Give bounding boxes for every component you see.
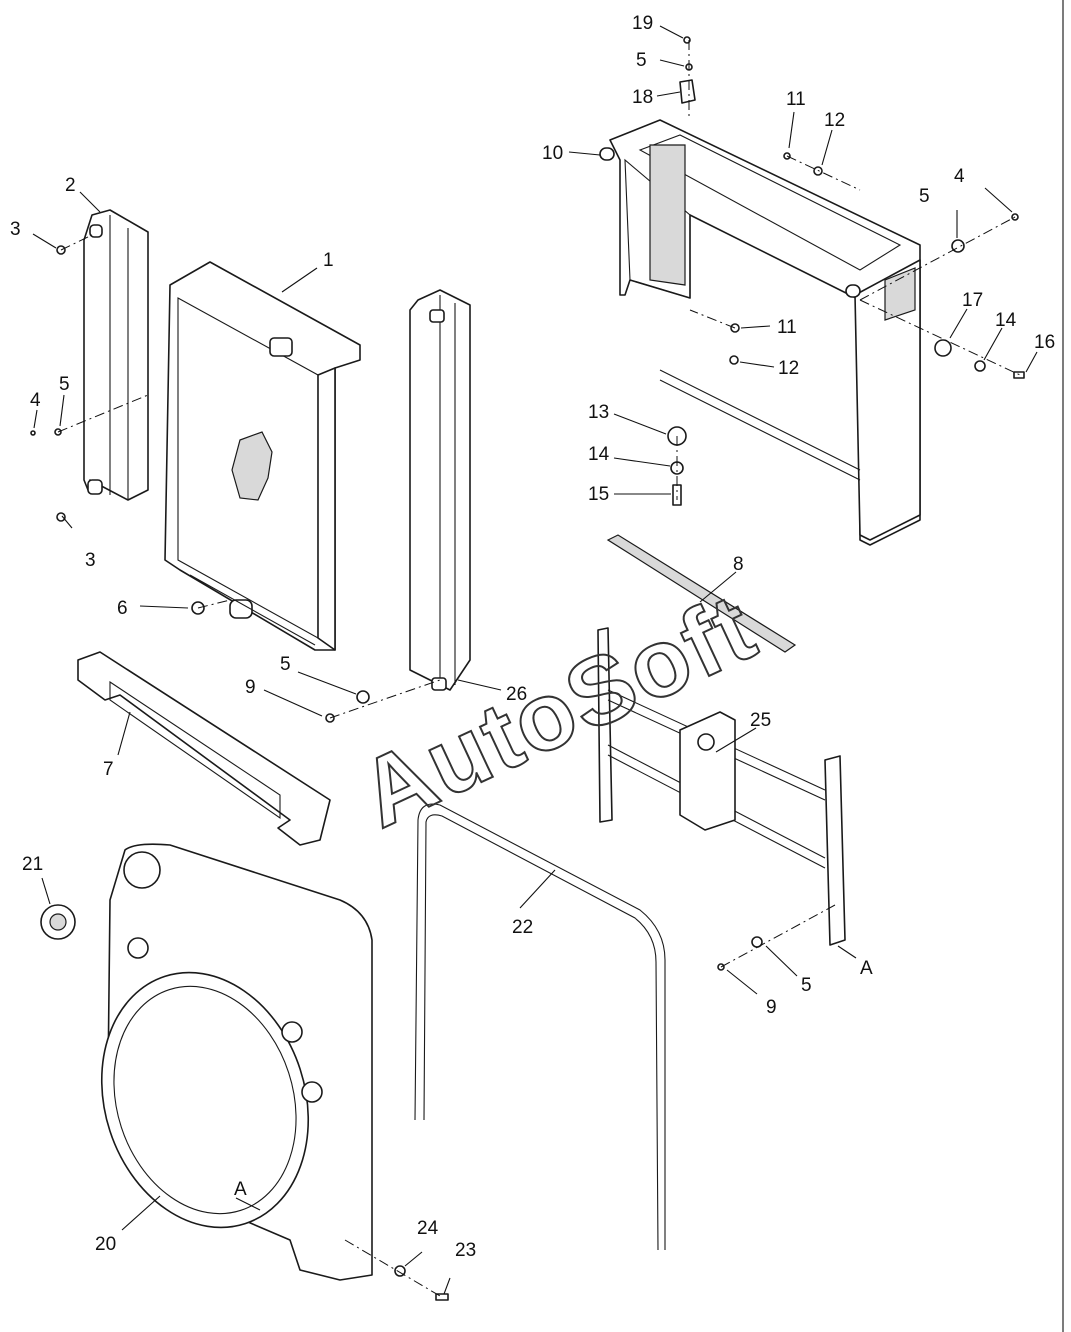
callout-25: 25	[750, 710, 771, 731]
callout-17: 17	[962, 290, 983, 311]
callout-11-mid: 11	[777, 317, 797, 338]
callout-12-top: 12	[824, 110, 845, 131]
callout-11-top: 11	[786, 89, 806, 110]
callout-8: 8	[733, 554, 744, 575]
mounting-bracket-assembly	[597, 627, 846, 946]
callout-15: 15	[588, 484, 609, 505]
grommet	[40, 904, 76, 940]
leader-lines	[32, 25, 1038, 1295]
callout-16: 16	[1034, 332, 1055, 353]
callout-24: 24	[417, 1218, 439, 1239]
callout-A-shroud: A	[234, 1179, 247, 1200]
callout-10: 10	[542, 143, 563, 164]
foam-strip	[77, 651, 331, 846]
callout-3-bottom: 3	[85, 550, 96, 571]
callout-20: 20	[95, 1234, 116, 1255]
support-frame	[599, 119, 921, 546]
fan-shroud	[100, 843, 373, 1281]
callout-9-bottom: 9	[766, 997, 777, 1018]
callout-4-left: 4	[30, 390, 41, 411]
hardware-items	[30, 36, 1025, 1301]
callout-A-bracket: A	[860, 958, 873, 979]
callout-5-left: 5	[59, 374, 70, 395]
radiator-core	[164, 261, 361, 651]
callout-9-center: 9	[245, 677, 256, 698]
callout-2: 2	[65, 175, 76, 196]
callout-22: 22	[512, 917, 533, 938]
callout-26: 26	[506, 684, 527, 705]
callout-5-center: 5	[280, 654, 291, 675]
callout-7: 7	[103, 759, 114, 780]
callout-12-mid: 12	[778, 358, 799, 379]
seal-strip	[606, 534, 797, 653]
centerlines	[57, 40, 1021, 1297]
callout-13: 13	[588, 402, 609, 423]
callout-4-right: 4	[954, 166, 965, 187]
callout-5-bottom: 5	[801, 975, 812, 996]
callout-3-top: 3	[10, 219, 21, 240]
callout-18: 18	[632, 87, 653, 108]
callout-5-top: 5	[636, 50, 647, 71]
callout-1: 1	[323, 250, 334, 271]
callout-14-right: 14	[995, 310, 1017, 331]
rubber-seal-arch	[414, 803, 666, 1251]
callout-23: 23	[455, 1240, 476, 1261]
callout-14-left: 14	[588, 444, 610, 465]
callout-6: 6	[117, 598, 128, 619]
callout-21: 21	[22, 854, 43, 875]
oil-cooler-left	[83, 209, 149, 501]
cooler-center	[409, 289, 471, 691]
callout-19: 19	[632, 13, 653, 34]
callout-labels: 1 2 3 3 4 4 5 5 5 5 5 6 7 8 9 9 10 11 11…	[10, 13, 1055, 1261]
callout-5-right: 5	[919, 186, 930, 207]
